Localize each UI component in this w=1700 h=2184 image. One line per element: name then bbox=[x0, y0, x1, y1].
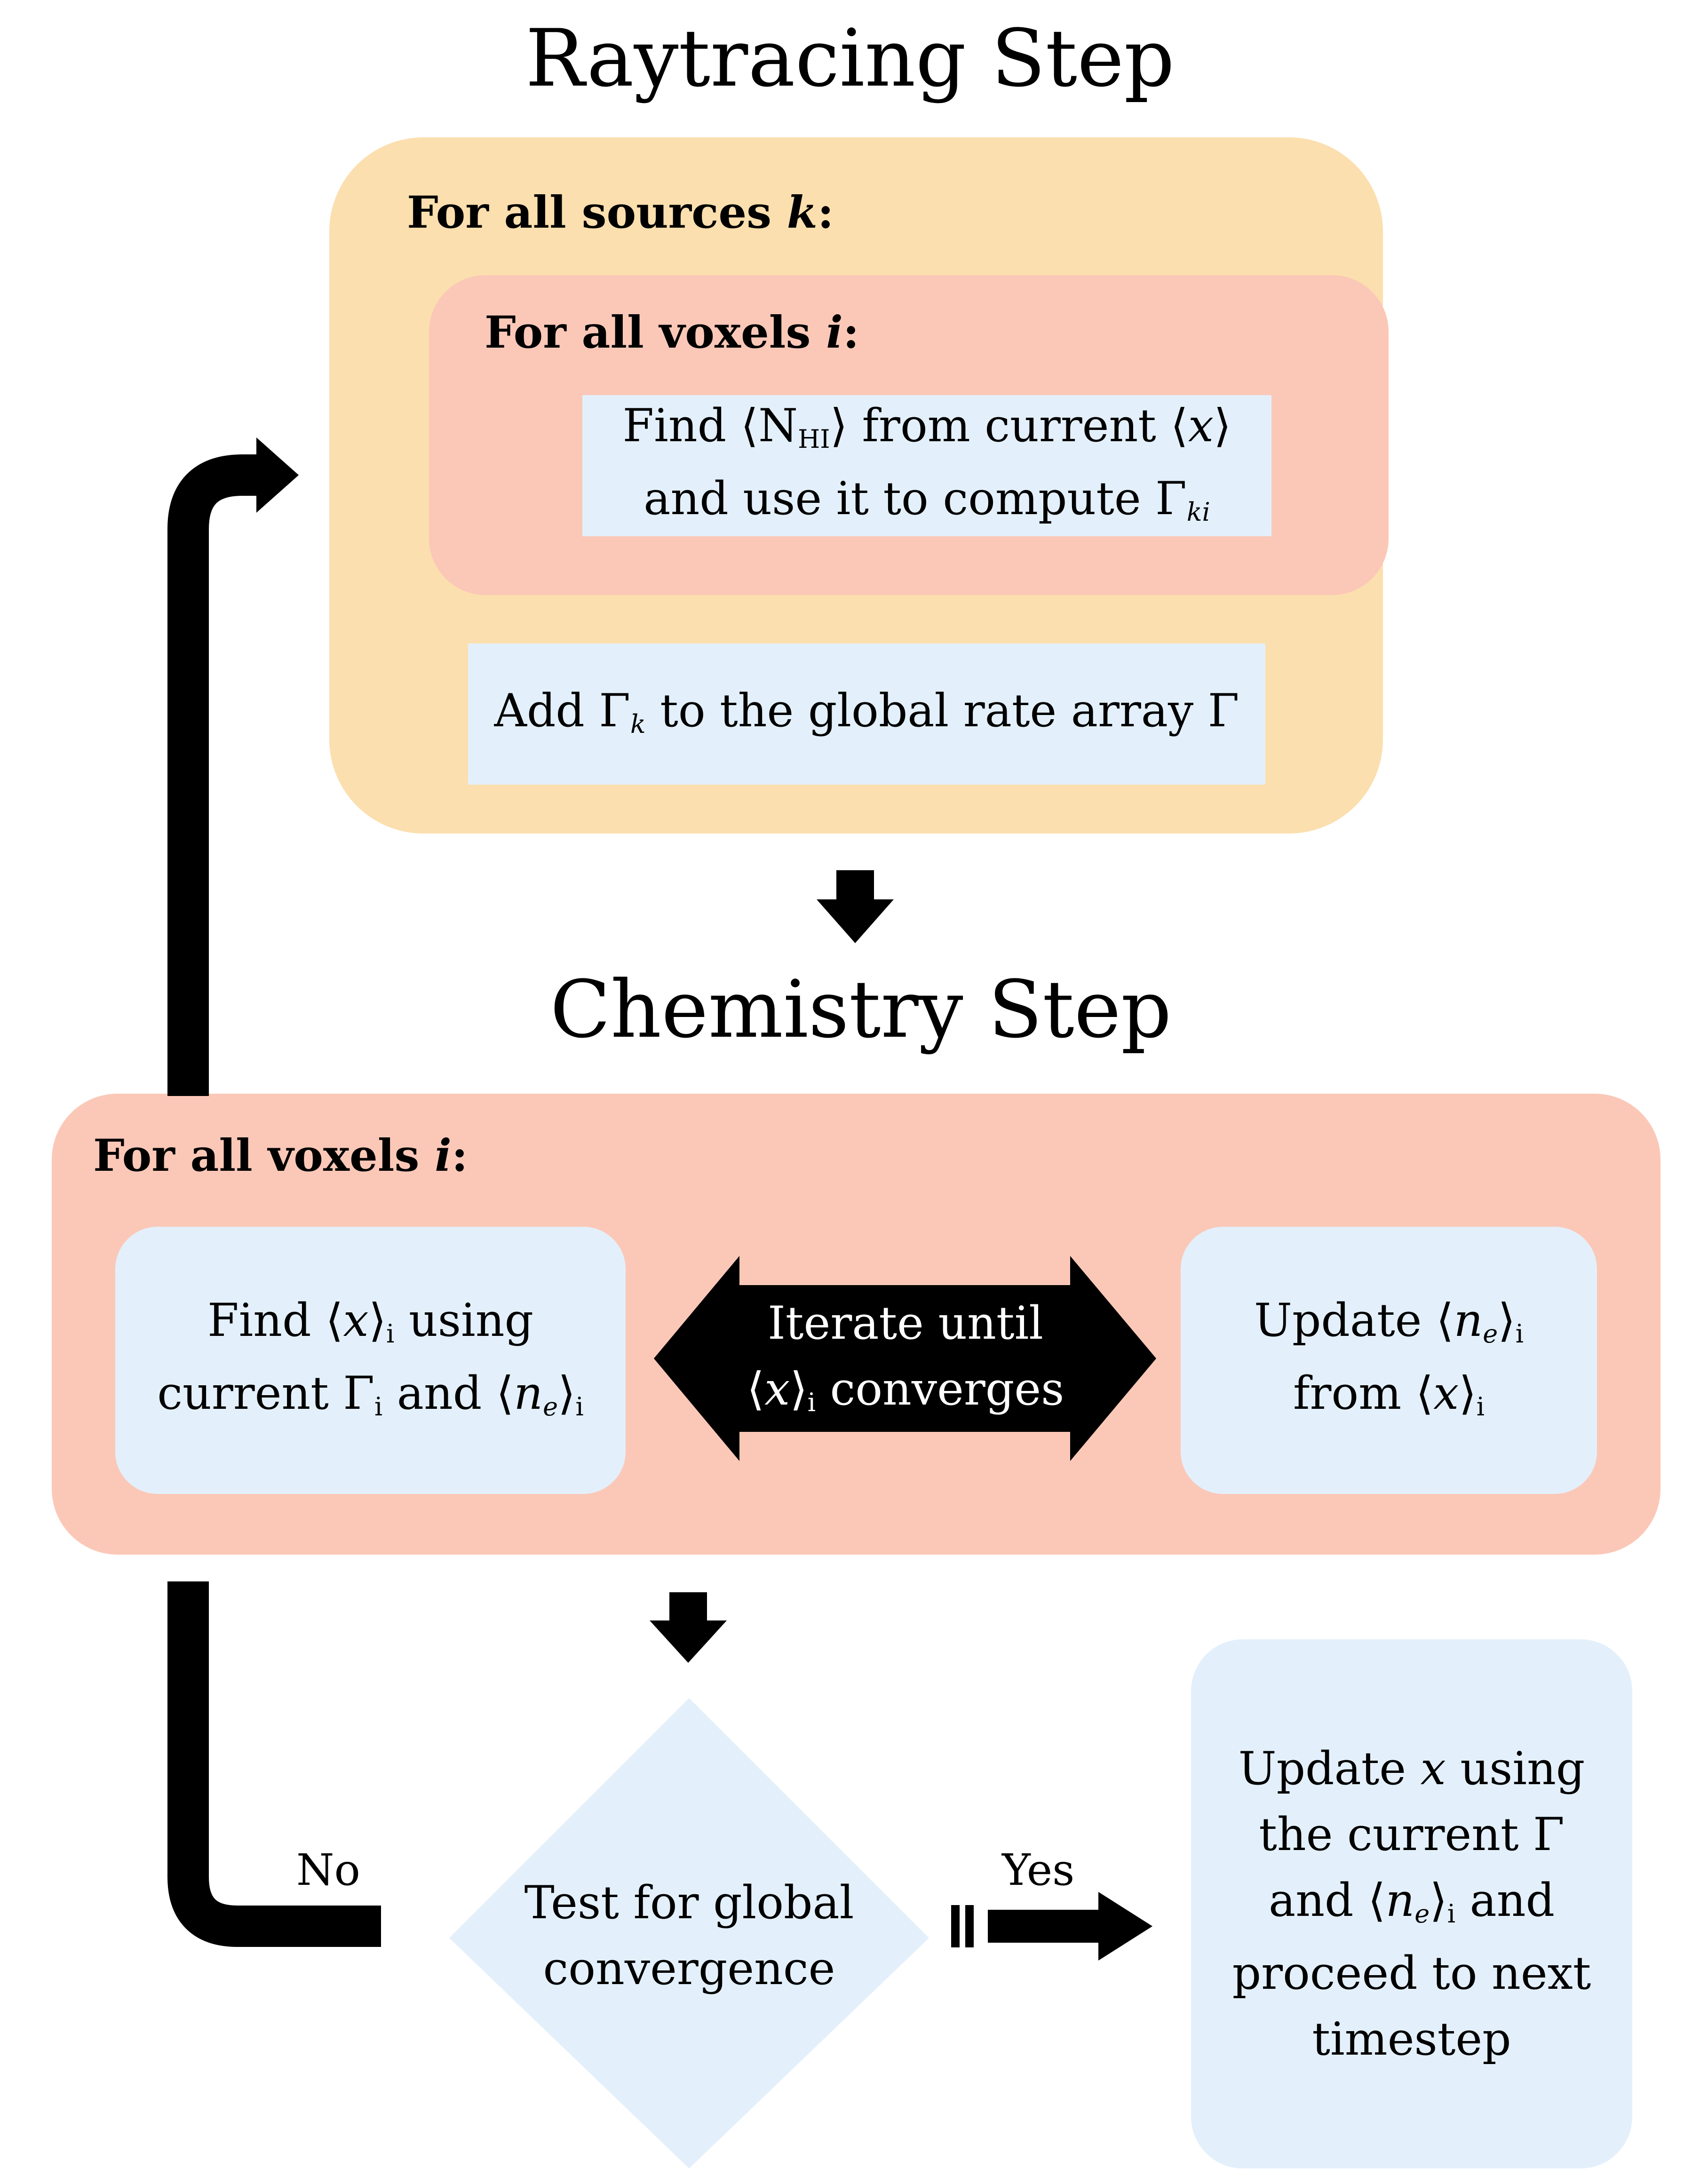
yes-arrow-tick-2 bbox=[965, 1905, 974, 1947]
yes-arrow-tick-1 bbox=[951, 1905, 960, 1947]
raytracing-title: Raytracing Step bbox=[525, 12, 1175, 104]
chemistry-title: Chemistry Step bbox=[550, 963, 1172, 1056]
convergence-test-label: Test for global convergence bbox=[524, 1876, 854, 1995]
yes-arrow bbox=[988, 1892, 1152, 1961]
chem-voxels-loop-header: For all voxels i: bbox=[93, 1130, 468, 1182]
find-nhi-box: Find ⟨NHI⟩ from current ⟨x⟩ and use it t… bbox=[582, 395, 1271, 536]
no-label: No bbox=[296, 1845, 360, 1895]
no-path-line bbox=[167, 1581, 381, 1947]
ray-voxels-loop-header: For all voxels i: bbox=[485, 307, 859, 358]
add-gamma-box: Add Γk to the global rate array Γ bbox=[468, 643, 1265, 785]
convergence-diamond bbox=[449, 1698, 929, 2168]
find-x-box: Find ⟨x⟩i using current Γi and ⟨ne⟩i bbox=[115, 1227, 626, 1494]
yes-label: Yes bbox=[1002, 1845, 1075, 1895]
down-arrow-ray-to-chem bbox=[817, 870, 894, 943]
final-update-box: Update x using the current Γ and ⟨ne⟩i a… bbox=[1191, 1639, 1632, 2168]
sources-loop-header: For all sources k: bbox=[407, 187, 834, 238]
iterate-label: Iterate until ⟨x⟩i converges bbox=[747, 1296, 1064, 1417]
update-ne-box: Update ⟨ne⟩i from ⟨x⟩i bbox=[1181, 1227, 1597, 1494]
iterate-double-arrow bbox=[654, 1256, 1156, 1461]
loop-back-arrow-shaft bbox=[167, 454, 256, 1096]
loop-back-arrowhead bbox=[256, 437, 299, 513]
down-arrow-chem-to-test bbox=[650, 1592, 727, 1663]
